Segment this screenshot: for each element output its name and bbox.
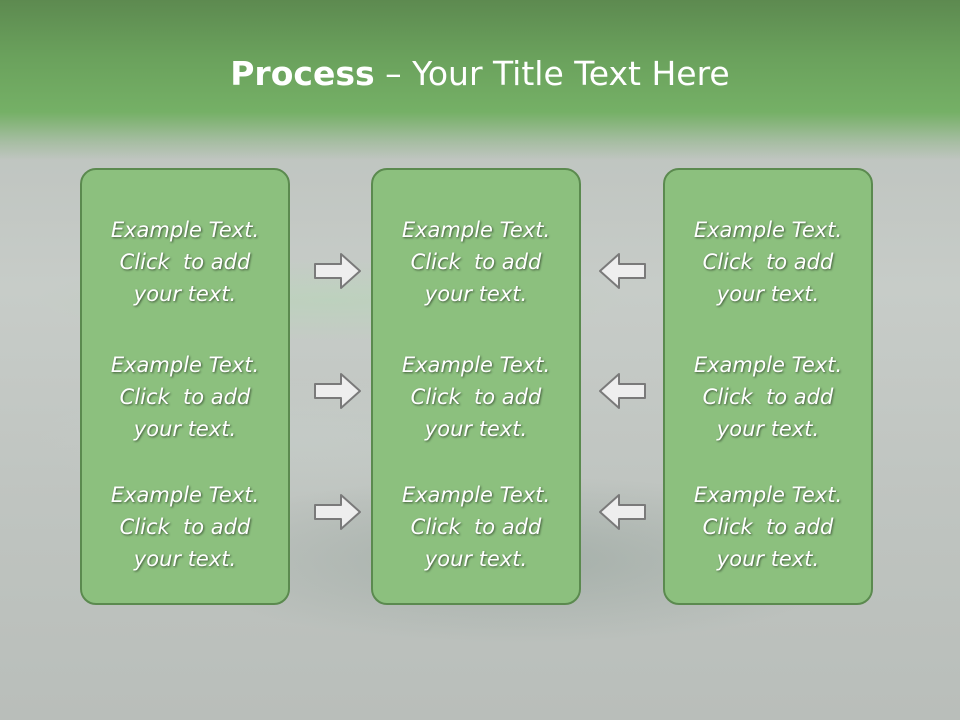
text-line: Example Text. <box>693 483 843 507</box>
text-line: your text. <box>716 547 820 571</box>
placeholder-text[interactable]: Example Text. Click to add your text. <box>373 479 579 575</box>
placeholder-text[interactable]: Example Text. Click to add your text. <box>665 349 871 445</box>
text-line: Click to add <box>119 250 251 274</box>
text-line: Example Text. <box>110 218 260 242</box>
arrow-right-icon <box>314 253 361 289</box>
text-line: Click to add <box>410 385 542 409</box>
text-line: Click to add <box>119 515 251 539</box>
placeholder-text[interactable]: Example Text. Click to add your text. <box>665 479 871 575</box>
text-line: your text. <box>424 547 528 571</box>
placeholder-text[interactable]: Example Text. Click to add your text. <box>82 479 288 575</box>
text-line: Example Text. <box>401 218 551 242</box>
process-box-center[interactable]: Example Text. Click to add your text. Ex… <box>371 168 581 605</box>
placeholder-text[interactable]: Example Text. Click to add your text. <box>665 214 871 310</box>
text-line: your text. <box>716 282 820 306</box>
text-line: Example Text. <box>401 353 551 377</box>
arrow-right-icon <box>314 373 361 409</box>
text-line: your text. <box>133 417 237 441</box>
text-line: your text. <box>424 417 528 441</box>
text-line: Click to add <box>702 250 834 274</box>
placeholder-text[interactable]: Example Text. Click to add your text. <box>82 349 288 445</box>
process-box-left[interactable]: Example Text. Click to add your text. Ex… <box>80 168 290 605</box>
text-line: Example Text. <box>110 483 260 507</box>
text-line: your text. <box>133 282 237 306</box>
title-band <box>0 0 960 160</box>
placeholder-text[interactable]: Example Text. Click to add your text. <box>82 214 288 310</box>
title-bold: Process <box>230 54 375 93</box>
text-line: Click to add <box>702 515 834 539</box>
text-line: your text. <box>424 282 528 306</box>
title-rest: – Your Title Text Here <box>374 54 730 93</box>
slide-title[interactable]: Process – Your Title Text Here <box>0 52 960 96</box>
placeholder-text[interactable]: Example Text. Click to add your text. <box>373 349 579 445</box>
placeholder-text[interactable]: Example Text. Click to add your text. <box>373 214 579 310</box>
arrow-left-icon <box>599 253 646 289</box>
text-line: your text. <box>133 547 237 571</box>
text-line: Click to add <box>702 385 834 409</box>
arrow-right-icon <box>314 494 361 530</box>
arrow-left-icon <box>599 494 646 530</box>
text-line: your text. <box>716 417 820 441</box>
text-line: Example Text. <box>401 483 551 507</box>
text-line: Click to add <box>410 250 542 274</box>
text-line: Example Text. <box>110 353 260 377</box>
process-box-right[interactable]: Example Text. Click to add your text. Ex… <box>663 168 873 605</box>
text-line: Example Text. <box>693 353 843 377</box>
text-line: Click to add <box>119 385 251 409</box>
text-line: Example Text. <box>693 218 843 242</box>
arrow-left-icon <box>599 373 646 409</box>
text-line: Click to add <box>410 515 542 539</box>
